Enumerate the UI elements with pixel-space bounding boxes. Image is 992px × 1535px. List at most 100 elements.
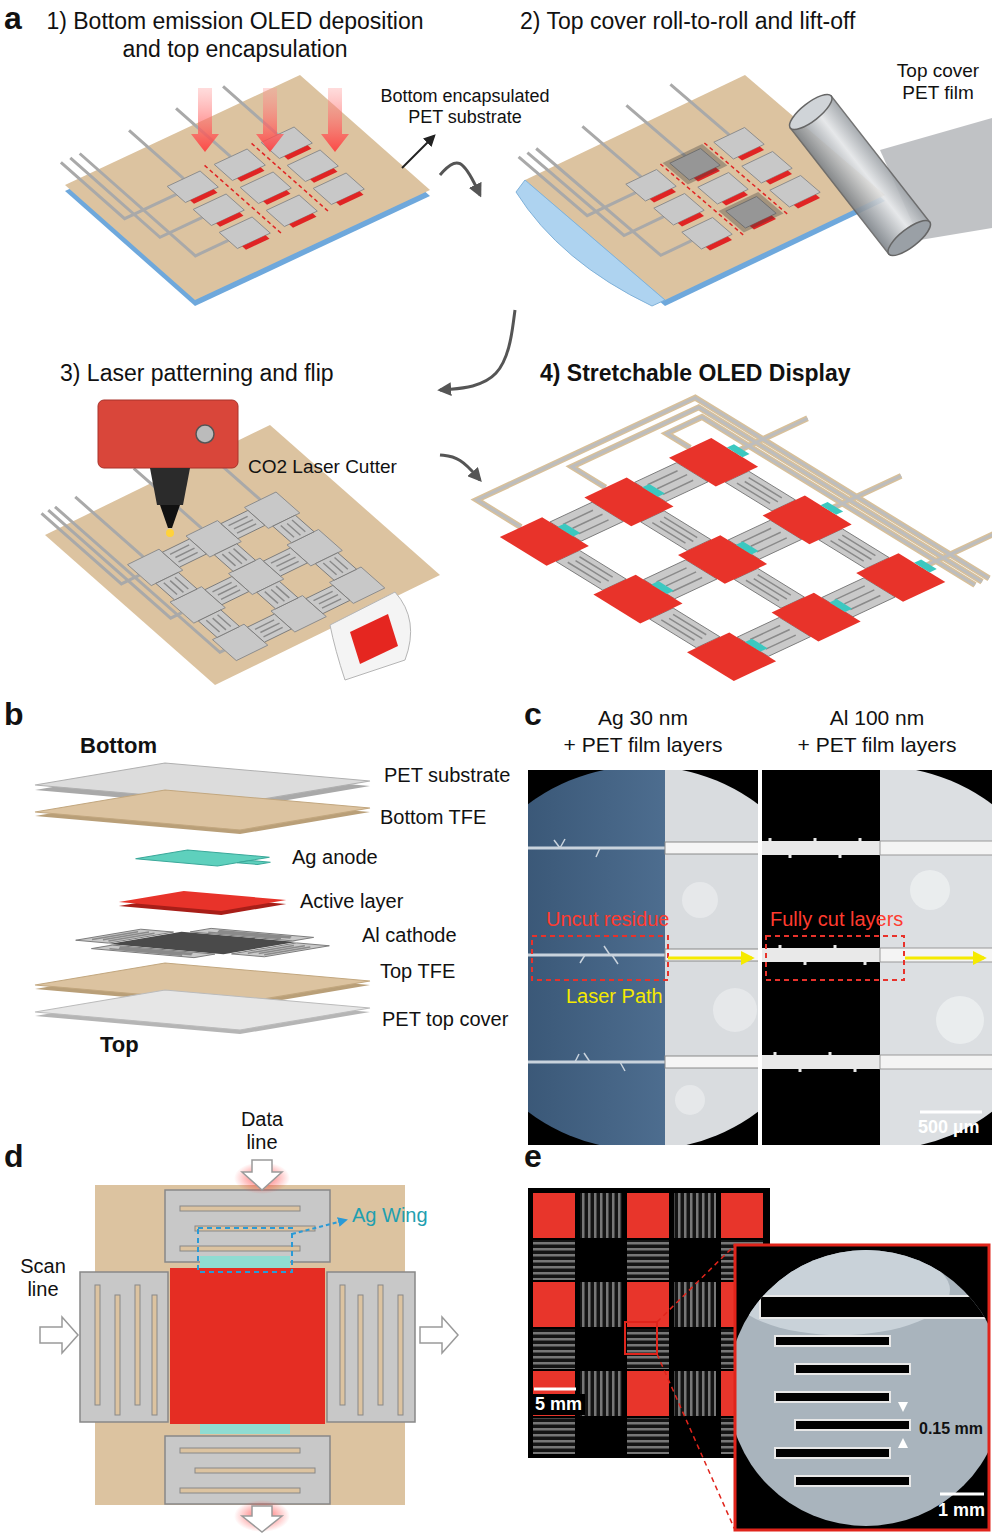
step-heading: 1) Bottom emission OLED deposition and t… [35, 8, 435, 63]
pixel-layout [420, 1317, 458, 1353]
callout-label: Bottom encapsulated PET substrate [372, 86, 558, 127]
micrograph-al [762, 841, 880, 855]
display-photo [625, 1322, 657, 1354]
display-photo [533, 1329, 575, 1369]
display-photo [580, 1282, 622, 1327]
step-panel: 4) Stretchable OLED Display [480, 330, 985, 690]
step2-lamination [785, 89, 936, 261]
inset-micrograph [775, 1448, 890, 1458]
panel-letter: e [524, 1138, 542, 1175]
pixel-layout [378, 1285, 383, 1405]
display-photo [721, 1193, 763, 1238]
inset-micrograph [735, 1245, 989, 1530]
inset-micrograph [940, 1493, 984, 1496]
pixel-layout [292, 1220, 346, 1234]
pixel-layout [135, 1285, 140, 1405]
micrograph-annotation [905, 957, 984, 960]
layer-label: PET top cover [382, 1008, 508, 1031]
panel-letter: c [524, 696, 542, 733]
step3-laser-patterning [214, 544, 255, 572]
step1-substrate [256, 88, 284, 152]
scale-label: 1 mm [938, 1500, 985, 1521]
display-photo [627, 1371, 669, 1416]
image-heading: + PET film layers [762, 733, 992, 757]
display-photo [627, 1418, 669, 1454]
step2-lamination [663, 144, 784, 233]
pixel-layout [398, 1295, 403, 1415]
micrograph-ag [528, 770, 758, 1145]
step-panel: 2) Top cover roll-to-roll and lift-off [480, 0, 985, 310]
scale-label: 5 mm [532, 1394, 585, 1415]
step4-stretchable-display [727, 444, 750, 457]
step4-stretchable-display [500, 517, 589, 566]
step3-laser-patterning [330, 592, 411, 680]
step2-lamination [505, 58, 885, 300]
display-photo [533, 1193, 575, 1238]
layer-stack [91, 945, 214, 958]
micrograph-ag [528, 770, 758, 1145]
pixel-layout [180, 1206, 300, 1211]
micrograph-annotation [532, 936, 668, 980]
step3-laser-patterning [315, 553, 356, 581]
step4-stretchable-display [593, 575, 682, 624]
pixel-layout [40, 1160, 458, 1532]
display-photo [674, 1371, 716, 1416]
step2-lamination [883, 215, 935, 261]
micrograph-al [760, 760, 992, 1160]
pixel-layout [242, 1506, 282, 1532]
display-photo [627, 1240, 669, 1280]
inset-micrograph [720, 1240, 992, 1535]
step4-stretchable-display [558, 524, 581, 537]
micrograph-ag [665, 842, 758, 854]
step1-substrate [402, 136, 434, 168]
inset-micrograph [735, 1245, 989, 1530]
step4-stretchable-display [584, 478, 673, 527]
inset-micrograph [795, 1364, 910, 1374]
step2-lamination [505, 58, 992, 306]
layer-stack [35, 990, 370, 1030]
callout-label: Ag Wing [352, 1204, 428, 1227]
step3-laser-patterning [306, 585, 350, 613]
panel-letter: b [4, 696, 24, 733]
scale-label: 500 µm [918, 1117, 979, 1138]
step4-stretchable-display [642, 484, 665, 497]
pixel-layout [180, 1448, 300, 1453]
pixel-layout [80, 1272, 168, 1422]
step-panel: 3) Laser patterning and flip [30, 330, 440, 690]
process-arrow [440, 163, 480, 195]
step3-laser-patterning [263, 548, 307, 576]
inset-micrograph [735, 1245, 950, 1335]
callout-label: Top cover PET film [890, 60, 986, 104]
callout-label: CO2 Laser Cutter [248, 456, 397, 478]
step3-laser-patterning [257, 581, 298, 609]
layer-label: PET substrate [384, 764, 510, 787]
micrograph-ag [440, 760, 785, 1160]
pixel-layout [327, 1272, 415, 1422]
step4-stretchable-display [745, 639, 768, 652]
step-heading: 4) Stretchable OLED Display [540, 360, 980, 388]
micrograph-al [762, 770, 992, 1145]
step2-lamination [719, 192, 784, 233]
step4-stretchable-display [456, 377, 992, 691]
step3-laser-patterning [150, 468, 190, 505]
step4-stretchable-display [736, 542, 759, 555]
step2-lamination [516, 180, 665, 306]
step4-stretchable-display [856, 553, 945, 602]
pixel-layout [95, 1285, 100, 1405]
side-label: Bottom [80, 733, 157, 758]
pixel-layout [242, 1160, 282, 1190]
signal-label: Scan line [10, 1255, 76, 1301]
micrograph-ag [713, 988, 757, 1032]
pixel-layout [40, 1317, 78, 1353]
pixel-layout [200, 1256, 290, 1270]
step3-laser-patterning [156, 572, 197, 600]
step4-stretchable-display [477, 377, 992, 681]
inset-micrograph [898, 1402, 908, 1412]
micrograph-al [762, 1055, 880, 1069]
step2-lamination [505, 58, 885, 300]
annotation: Fully cut layers [770, 908, 903, 931]
step3-laser-patterning [28, 400, 440, 685]
layer-stack [119, 891, 287, 911]
micrograph-ag [554, 839, 625, 1071]
pixel-layout [170, 1268, 325, 1424]
